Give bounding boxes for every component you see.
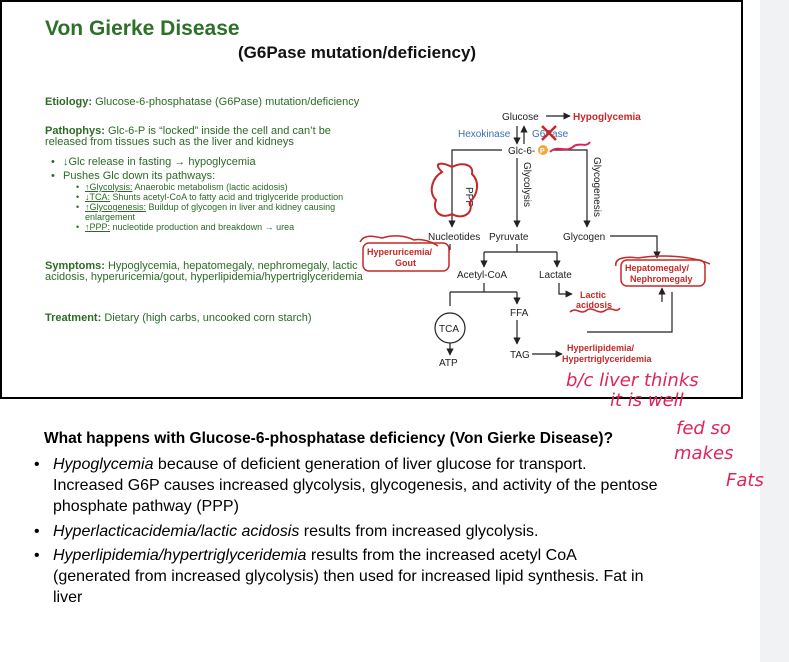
hypoglycemia-label: Hypoglycemia xyxy=(573,112,641,123)
glycogen-label: Glycogen xyxy=(563,232,605,243)
sub-ppp: ↑PPP: nucleotide production and breakdow… xyxy=(76,222,379,232)
branch-ppp xyxy=(451,149,502,202)
glc6p-label: Glc-6- xyxy=(508,146,535,157)
treatment-section: Treatment: Dietary (high carbs, uncooked… xyxy=(45,312,375,324)
gout-label: Gout xyxy=(395,258,416,268)
bullet-pathways: Pushes Glc down its pathways: ↑Glycolysi… xyxy=(51,170,379,232)
branch-glycogenesis xyxy=(552,149,591,228)
nucleotides-label: Nucleotides xyxy=(428,232,480,243)
tca-label: TCA xyxy=(439,324,459,335)
tag-label: TAG xyxy=(510,350,530,361)
glycolysis-label: Glycolysis xyxy=(521,162,532,207)
sub-glycogenesis: ↑Glycogenesis: Buildup of glycogen in li… xyxy=(76,202,379,222)
hexokinase-label: Hexokinase xyxy=(458,129,511,140)
hypertrig-label: Hypertriglyceridemia xyxy=(562,354,653,364)
handwriting-line3: fed so xyxy=(676,418,731,439)
acidosis-label: acidosis xyxy=(576,300,612,310)
glycogenesis-label: Glycogenesis xyxy=(591,157,602,217)
slide-image: Von Gierke Disease (G6Pase mutation/defi… xyxy=(0,0,743,399)
hyperuricemia-box xyxy=(362,242,450,272)
bullet-glc-release: ↓Glc release in fasting → hypoglycemia xyxy=(51,156,379,168)
lactate-label: Lactate xyxy=(539,270,572,281)
svg-text:P: P xyxy=(540,148,545,155)
lactic-label: Lactic xyxy=(580,290,606,300)
page-margin xyxy=(760,0,789,662)
sub-tca: ↓TCA: Shunts acetyl-CoA to fatty acid an… xyxy=(76,192,379,202)
atp-label: ATP xyxy=(439,358,458,369)
handwriting-line5: Fats xyxy=(726,470,764,491)
etiology-label: Etiology: xyxy=(45,96,93,108)
question-heading: What happens with Glucose-6-phosphatase … xyxy=(44,430,614,447)
slide-subtitle: (G6Pase mutation/deficiency) xyxy=(238,43,477,62)
hyperlipidemia-label: Hyperlipidemia/ xyxy=(567,343,635,353)
glucose-label: Glucose xyxy=(502,112,539,123)
symptoms-section: Symptoms: Hypoglycemia, hepatomegaly, ne… xyxy=(45,261,375,283)
phosphate-icon xyxy=(538,145,548,155)
hepatomegaly-box xyxy=(620,259,706,287)
pathophys-section: Pathophys: Glc-6-P is “locked” inside th… xyxy=(45,126,355,148)
pathophys-text: Glc-6-P is “locked” inside the cell and … xyxy=(45,125,331,148)
acetylcoa-label: Acetyl-CoA xyxy=(457,270,507,281)
pathophys-label: Pathophys: xyxy=(45,125,105,137)
handwriting-line2: it is well xyxy=(610,390,684,411)
hyperuricemia-label: Hyperuricemia/ xyxy=(367,247,433,257)
etiology-section: Etiology: Glucose-6-phosphatase (G6Pase)… xyxy=(45,96,385,108)
nephromegaly-label: Nephromegaly xyxy=(630,274,693,284)
ppp-annotation-circle xyxy=(430,162,478,218)
pathway-diagram: Glucose Hypoglycemia Hexokinase G6Pase G… xyxy=(359,112,711,369)
slide-title: Von Gierke Disease xyxy=(45,17,240,40)
handwriting-line1: b/c liver thinks xyxy=(566,370,699,391)
symptoms-label: Symptoms: xyxy=(45,260,105,272)
sub-glycolysis: ↑Glycolysis: Anaerobic metabolism (lacti… xyxy=(76,182,379,192)
pyruvate-label: Pyruvate xyxy=(489,232,529,243)
ffa-label: FFA xyxy=(510,308,529,319)
ppp-label: PPP xyxy=(463,187,474,207)
hepatomegaly-label: Hepatomegaly/ xyxy=(625,263,690,273)
etiology-text: Glucose-6-phosphatase (G6Pase) mutation/… xyxy=(95,96,360,108)
handwriting-line4: makes xyxy=(674,443,734,464)
ink-squiggle xyxy=(549,141,591,153)
pathophys-bullets: ↓Glc release in fasting → hypoglycemia P… xyxy=(49,156,379,234)
g6pase-cross-mark xyxy=(541,125,557,141)
treatment-text: Dietary (high carbs, uncooked corn starc… xyxy=(104,312,312,324)
treatment-label: Treatment: xyxy=(45,312,102,324)
symptoms-text: Hypoglycemia, hepatomegaly, nephromegaly… xyxy=(45,260,363,283)
